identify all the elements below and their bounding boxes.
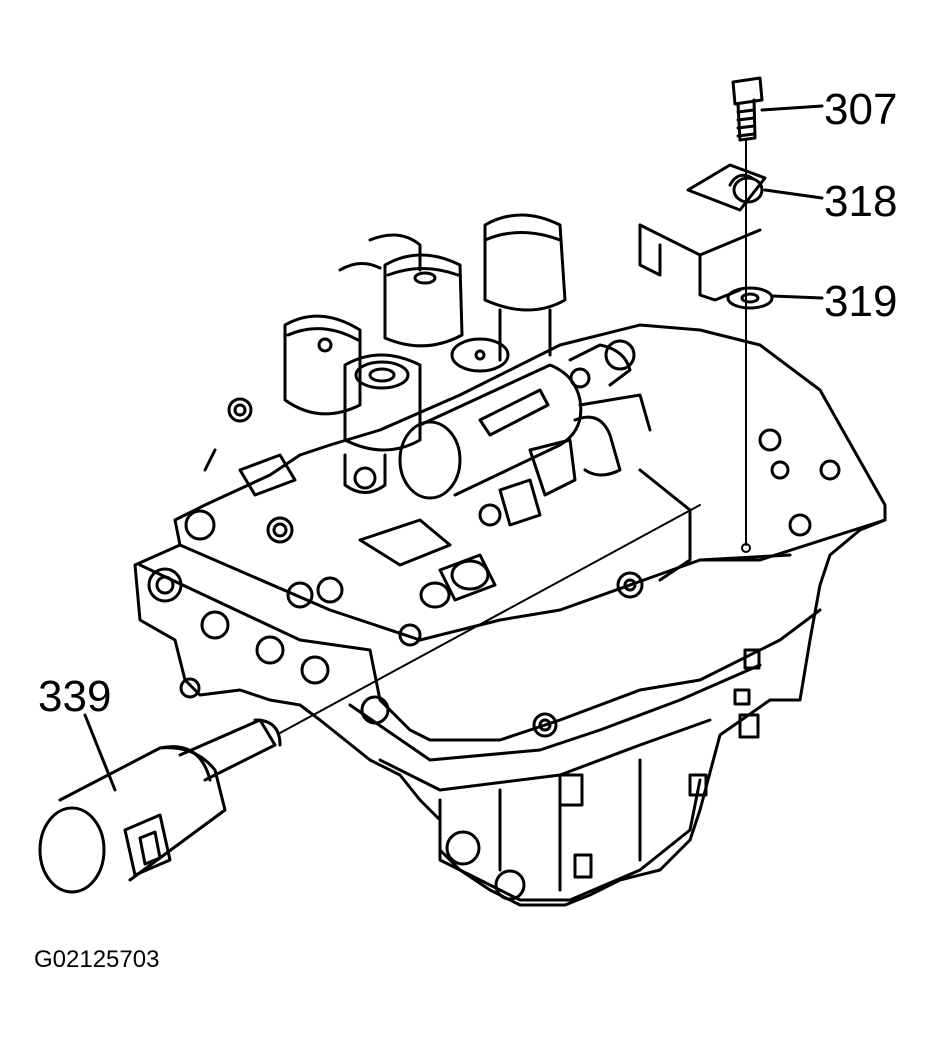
figure-id: G02125703	[34, 946, 160, 973]
valve-body	[133, 323, 887, 907]
callout-307: 307	[824, 85, 898, 134]
alignment-line-left	[279, 504, 701, 734]
upper-solenoids	[283, 213, 567, 494]
callout-339: 339	[38, 672, 112, 721]
callout-319: 319	[824, 277, 898, 326]
right-fittings	[203, 393, 792, 609]
retainer-clip-318	[686, 163, 767, 212]
bolt-307	[731, 76, 764, 142]
solenoid-339	[38, 718, 282, 894]
callout-318: 318	[824, 177, 898, 226]
leader-lines	[83, 104, 824, 792]
bracket-319	[638, 223, 774, 310]
horizontal-solenoid	[398, 339, 636, 500]
